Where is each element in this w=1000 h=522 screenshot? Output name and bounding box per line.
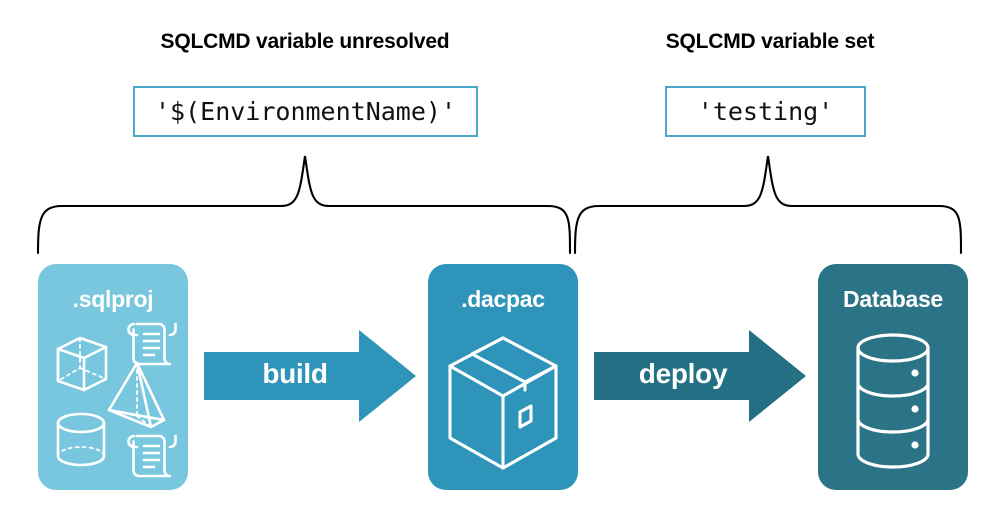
arrow-right-icon [204, 330, 416, 422]
database-artwork [856, 333, 930, 469]
heading-sqlcmd-unresolved: SQLCMD variable unresolved [160, 30, 450, 53]
stage-box-database: Database [818, 264, 968, 490]
arrow-build: build [204, 330, 416, 422]
database-cylinder-icon [856, 333, 930, 469]
stage-label-sqlproj: .sqlproj [72, 286, 154, 312]
stage-label-dacpac: .dacpac [461, 286, 545, 312]
arrow-deploy-shape [594, 330, 806, 422]
stage-label-database: Database [843, 286, 943, 312]
brace-left [36, 155, 572, 255]
code-box-testing: 'testing' [665, 86, 866, 137]
database-status-dots [911, 369, 919, 449]
pyramid-icon [107, 361, 166, 429]
arrow-build-shape [204, 330, 416, 422]
scroll-icon [127, 434, 177, 478]
scroll-icon [127, 322, 177, 366]
dacpac-artwork [448, 336, 558, 470]
heading-sqlcmd-set: SQLCMD variable set [665, 30, 875, 53]
sqlproj-artwork [56, 322, 177, 478]
code-box-environment-name: '$(EnvironmentName)' [133, 86, 478, 137]
stage-box-sqlproj: .sqlproj [38, 264, 188, 490]
stage-box-dacpac: .dacpac [428, 264, 578, 490]
cube-icon [56, 336, 108, 392]
arrow-right-icon [594, 330, 806, 422]
package-box-icon [448, 336, 558, 470]
arrow-deploy: deploy [594, 330, 806, 422]
cylinder-icon [56, 412, 106, 467]
brace-group [36, 155, 963, 255]
brace-right [573, 155, 963, 255]
